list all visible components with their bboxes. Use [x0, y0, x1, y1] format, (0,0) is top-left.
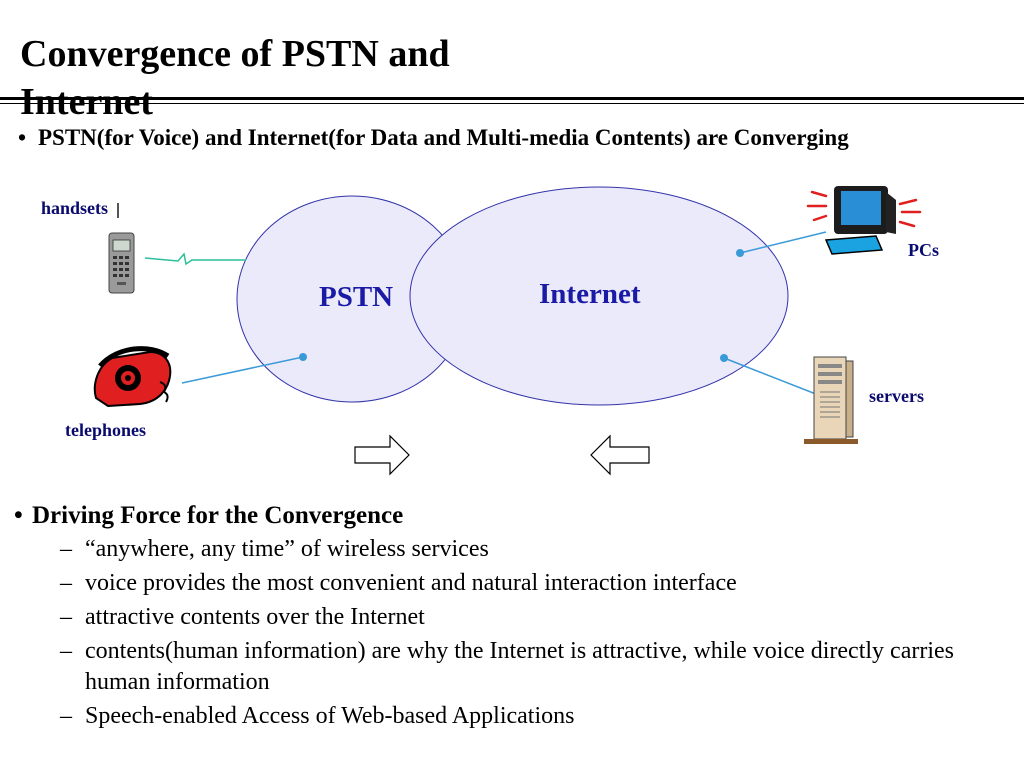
driving-force-list: –“anywhere, any time” of wireless servic…: [14, 534, 1004, 732]
list-item-text: voice provides the most convenient and n…: [85, 570, 737, 596]
title-rule-thin: [0, 103, 1024, 104]
driving-force-section: •Driving Force for the Convergence –“any…: [14, 500, 1004, 735]
intro-bullet-line: • PSTN(for Voice) and Internet(for Data a…: [18, 123, 1024, 153]
servers-label: servers: [869, 386, 924, 406]
telephone-link: [181, 356, 304, 384]
server-icon: [804, 356, 858, 444]
list-item: –voice provides the most convenient and …: [14, 568, 1004, 599]
pstn-label: PSTN: [319, 281, 394, 313]
dash-marker: –: [60, 638, 72, 664]
list-item: –contents(human information) are why the…: [14, 636, 1004, 698]
pc-link-endpoint: [736, 249, 744, 257]
arrow-left-icon: [590, 434, 650, 476]
handsets-label: handsets: [41, 198, 109, 218]
telephones-label: telephones: [65, 420, 146, 440]
driving-force-heading: • Driving Force for the Convergence: [14, 500, 1004, 532]
list-item-text: contents(human information) are why the …: [85, 638, 954, 695]
title-rule-thick: [0, 97, 1024, 100]
list-item-text: Speech-enabled Access of Web-based Appli…: [85, 703, 575, 729]
handset-wireless-link: [144, 252, 246, 266]
telephone-link-endpoint: [299, 353, 307, 361]
server-link: [723, 357, 827, 399]
dash-marker: –: [60, 703, 72, 729]
mobile-handset-icon: [108, 203, 135, 294]
server-link-endpoint: [720, 354, 728, 362]
list-item: –Speech-enabled Access of Web-based Appl…: [14, 701, 1004, 732]
list-item: –“anywhere, any time” of wireless servic…: [14, 534, 1004, 565]
list-item-text: “anywhere, any time” of wireless service…: [85, 536, 489, 562]
list-item: –attractive contents over the Internet: [14, 602, 1004, 633]
internet-label: Internet: [539, 278, 641, 310]
pcs-label: PCs: [908, 240, 939, 260]
list-item-text: attractive contents over the Internet: [85, 604, 425, 630]
telephone-icon: [93, 346, 172, 408]
pc-icon: [806, 186, 922, 255]
pc-link: [739, 231, 827, 254]
driving-force-title: Driving Force for the Convergence: [32, 502, 404, 529]
dash-marker: –: [60, 570, 72, 596]
bullet-marker: •: [14, 502, 23, 529]
bullet-marker: •: [18, 125, 27, 150]
intro-text: PSTN(for Voice) and Internet(for Data an…: [38, 125, 849, 150]
arrow-right-icon: [354, 434, 410, 476]
convergence-diagram: handsets telephones PCs servers PSTN Int…: [0, 170, 1024, 490]
slide-title: Convergence of PSTN and Internet: [20, 33, 450, 123]
diagram-canvas: [93, 186, 922, 476]
dash-marker: –: [60, 536, 72, 562]
dash-marker: –: [60, 604, 72, 630]
internet-ellipse: [409, 186, 789, 406]
